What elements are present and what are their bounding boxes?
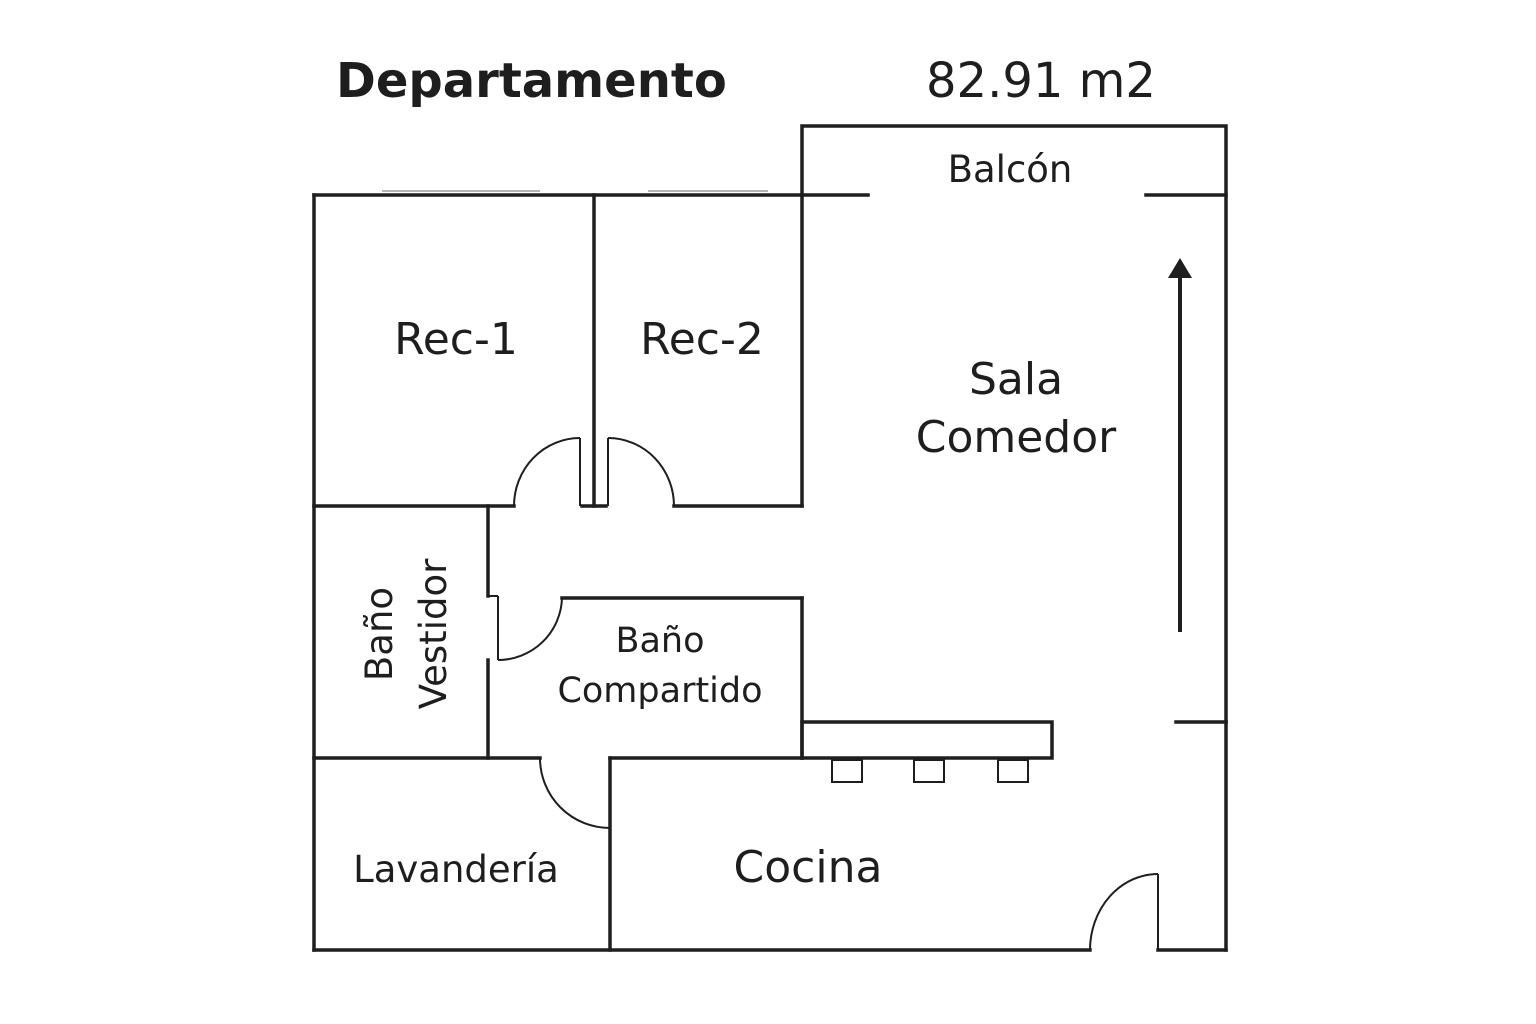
label-bano-compartido-line2: Compartido [557, 671, 762, 711]
label-sala: Sala [969, 354, 1063, 405]
doors [488, 437, 1159, 951]
arrow-up-icon [1168, 258, 1192, 632]
label-bano-compartido-line1: Baño [615, 621, 704, 661]
label-rec-2: Rec-2 [640, 314, 764, 365]
label-bano-vestidor: Baño Vestidor [358, 558, 455, 709]
stool-1 [831, 759, 863, 783]
outer-walls [312, 124, 1228, 952]
label-bano-vestidor-line1: Baño [358, 587, 401, 681]
label-rec-1: Rec-1 [394, 314, 518, 365]
plan-title: Departamento [336, 53, 727, 109]
label-comedor: Comedor [916, 412, 1117, 463]
label-cocina: Cocina [734, 842, 883, 893]
label-lavanderia: Lavandería [353, 848, 559, 891]
stool-2 [913, 759, 945, 783]
label-bano-vestidor-line2: Vestidor [412, 558, 455, 709]
interior-walls [312, 193, 804, 952]
plan-area: 82.91 m2 [926, 53, 1156, 109]
kitchen-counter [800, 720, 1054, 783]
label-balcon: Balcón [948, 148, 1073, 191]
stool-3 [997, 759, 1029, 783]
